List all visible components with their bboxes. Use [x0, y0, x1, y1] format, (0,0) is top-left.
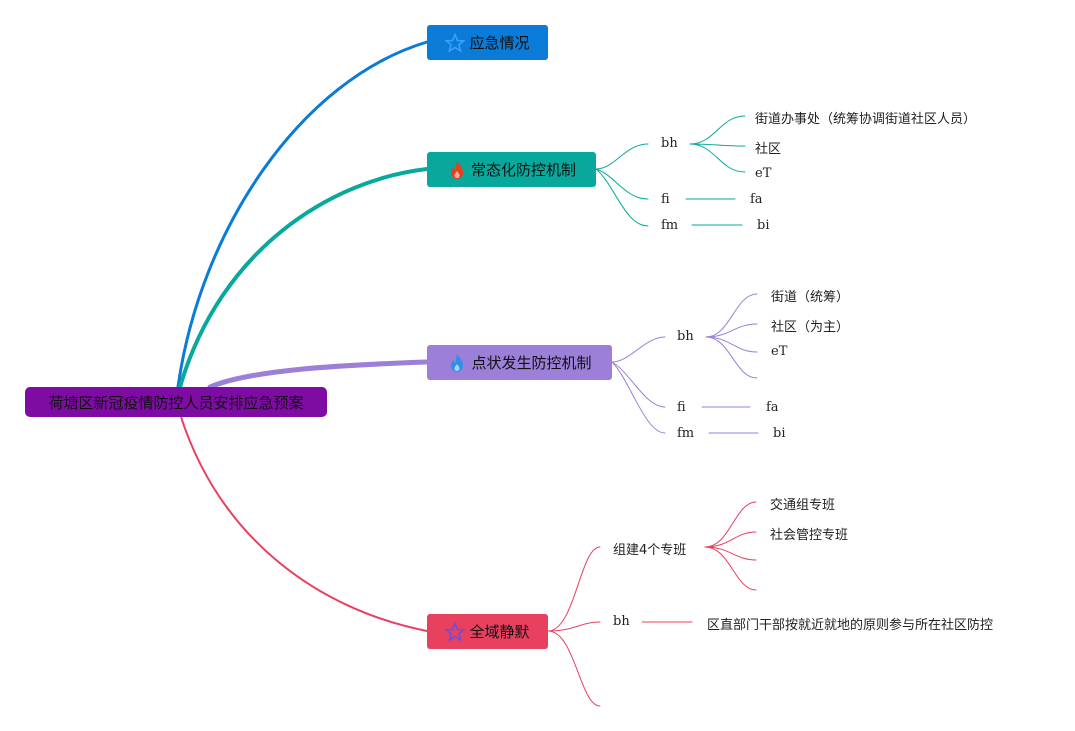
edge-branch-group	[611, 336, 666, 363]
edge-branch-group	[611, 361, 666, 408]
branch-label: 全域静默	[469, 623, 530, 641]
edge-root-branch	[178, 167, 429, 389]
edge-branch-group	[611, 361, 666, 434]
group-label[interactable]: fm	[677, 426, 695, 441]
branch-normalized[interactable]: 常态化防控机制	[427, 152, 596, 187]
flame-icon	[447, 353, 467, 373]
leaf-label[interactable]: fa	[750, 192, 763, 207]
group-label[interactable]: bh	[677, 329, 694, 344]
leaf-label[interactable]: 街道办事处（统筹协调街道社区人员）	[755, 112, 977, 127]
branch-label: 应急情况	[469, 34, 530, 52]
leaf-label[interactable]: 社会管控专班	[770, 528, 849, 543]
edge-group-leaf	[704, 546, 757, 591]
edge-group-leaf	[705, 336, 758, 379]
group-label[interactable]: bh	[661, 136, 678, 151]
group-label[interactable]: fi	[677, 400, 686, 415]
edge-group-leaf	[689, 143, 746, 173]
leaf-label[interactable]: 区直部门干部按就近就地的原则参与所在社区防控	[707, 618, 994, 633]
leaf-label[interactable]: bi	[757, 218, 770, 233]
branch-emergency[interactable]: 应急情况	[427, 25, 548, 60]
branch-label: 常态化防控机制	[470, 161, 576, 179]
flame-icon	[447, 160, 467, 180]
edge-root-branch	[176, 40, 429, 389]
edge-group-leaf	[704, 501, 757, 548]
group-label[interactable]: 组建4个专班	[613, 543, 687, 558]
star-icon	[444, 620, 467, 642]
star-icon	[444, 31, 467, 53]
branch-full-silence[interactable]: 全域静默	[427, 614, 548, 649]
edge-branch-group	[595, 168, 649, 200]
leaf-label[interactable]: eT	[771, 344, 788, 359]
leaf-label[interactable]: 街道（统筹）	[771, 290, 850, 305]
leaf-label[interactable]: fa	[766, 400, 779, 415]
root-node[interactable]: 荷塘区新冠疫情防控人员安排应急预案	[25, 387, 327, 417]
group-label[interactable]: fi	[661, 192, 670, 207]
branch-label: 点状发生防控机制	[471, 354, 592, 372]
edge-group-leaf	[705, 293, 758, 338]
leaf-label[interactable]: 社区	[755, 142, 782, 157]
edge-root-branch	[179, 413, 428, 632]
edge-branch-group	[547, 546, 601, 632]
edge-group-leaf	[704, 531, 757, 548]
leaf-label[interactable]: 社区（为主）	[771, 320, 850, 335]
edge-branch-group	[595, 143, 649, 170]
edge-branch-group	[595, 168, 649, 227]
edge-group-leaf	[705, 336, 758, 353]
root-label: 荷塘区新冠疫情防控人员安排应急预案	[48, 393, 304, 412]
group-label[interactable]: fm	[661, 218, 679, 233]
edge-root-branch	[207, 359, 430, 390]
edge-branch-group	[547, 621, 601, 632]
edge-branch-group	[547, 630, 601, 707]
leaf-label[interactable]: bi	[773, 426, 786, 441]
edge-group-leaf	[705, 323, 758, 338]
leaf-label[interactable]: eT	[755, 166, 772, 181]
group-label[interactable]: bh	[613, 614, 630, 629]
edge-group-leaf	[689, 115, 746, 145]
leaf-label[interactable]: 交通组专班	[770, 498, 836, 513]
branch-point-outbreak[interactable]: 点状发生防控机制	[427, 345, 612, 380]
